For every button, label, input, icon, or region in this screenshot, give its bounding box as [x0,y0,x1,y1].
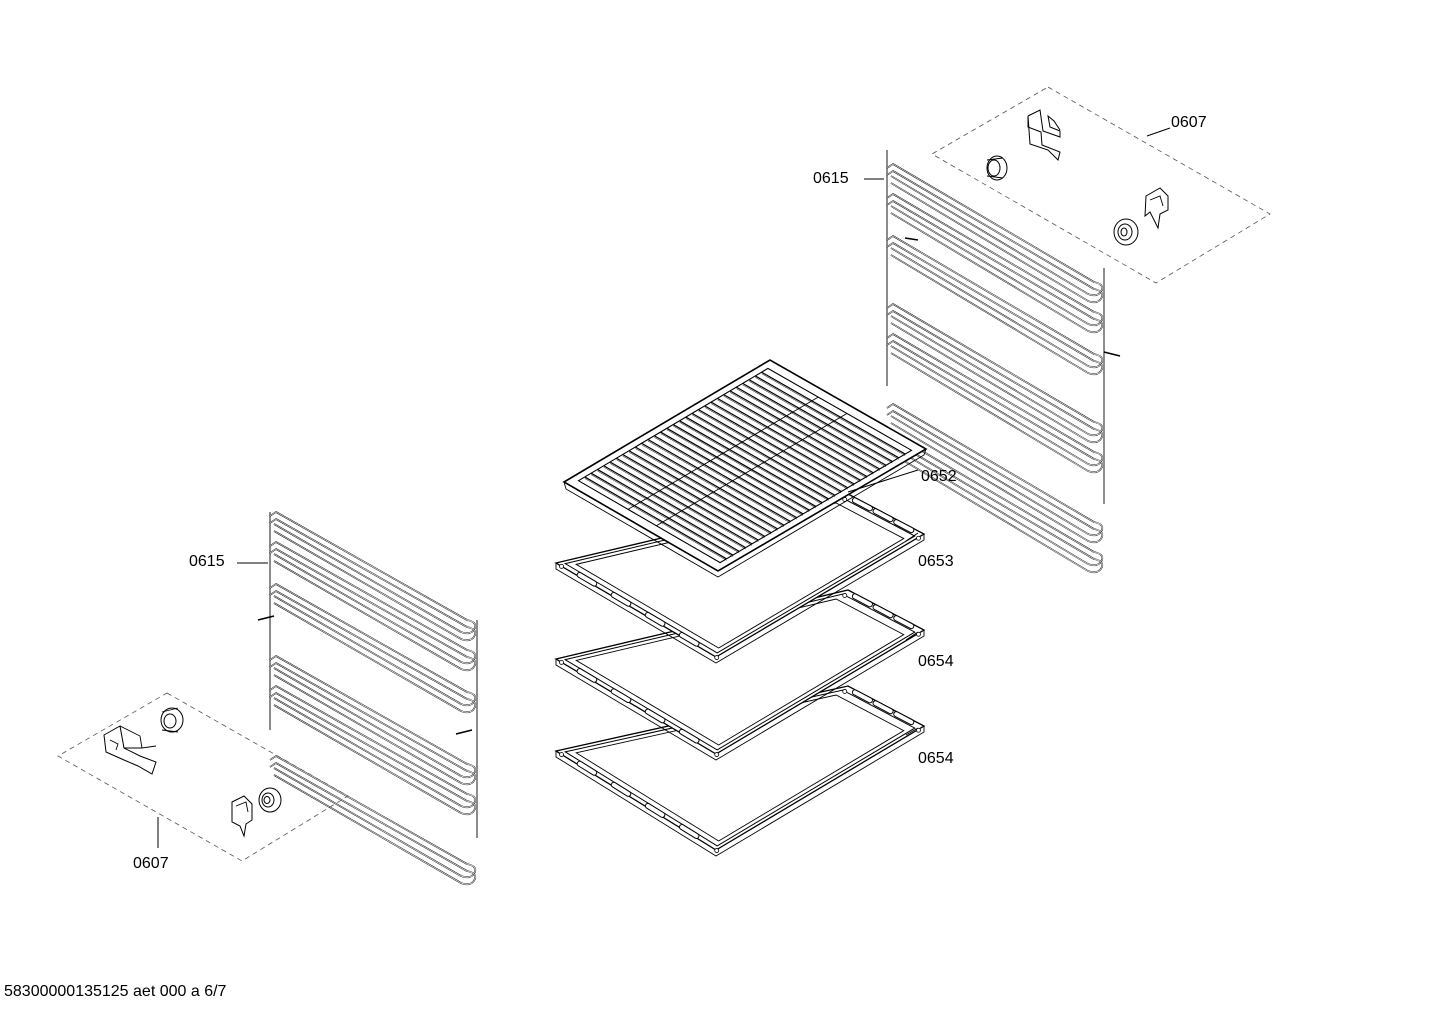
clip-bracket-d [231,795,253,838]
label-pan-lower: 0654 [918,750,954,767]
leader-baking-tray [905,532,919,542]
clip-bracket-c [103,725,157,775]
clips-kit-left [57,692,349,862]
label-rail-left: 0615 [189,553,225,570]
leader-clips-right [1146,127,1171,137]
label-pan-upper: 0654 [918,653,954,670]
deep-pan-upper [554,589,926,761]
clip-bracket-a [1027,109,1061,161]
clip-knob-b [1113,218,1139,246]
label-clips-left: 0607 [133,855,169,872]
clip-knob-d [258,787,282,813]
drawing-reference-footer: 58300000135125 aet 000 a 6/7 [4,983,227,1000]
label-clips-right: 0607 [1171,114,1207,131]
label-rail-right: 0615 [813,170,849,187]
clip-bracket-b [1144,187,1169,230]
clip-knob-a [986,155,1008,181]
clip-knob-c [160,707,184,733]
shelf-rail-right [886,150,1121,574]
label-wire-shelf: 0652 [921,468,957,485]
leader-pan-lower [905,727,919,736]
leader-pan-upper [905,631,919,641]
baking-tray [554,493,926,664]
shelf-rail-left [257,511,478,886]
wire-shelf [562,359,928,578]
clips-kit-right [931,86,1271,284]
label-baking-tray: 0653 [918,553,954,570]
